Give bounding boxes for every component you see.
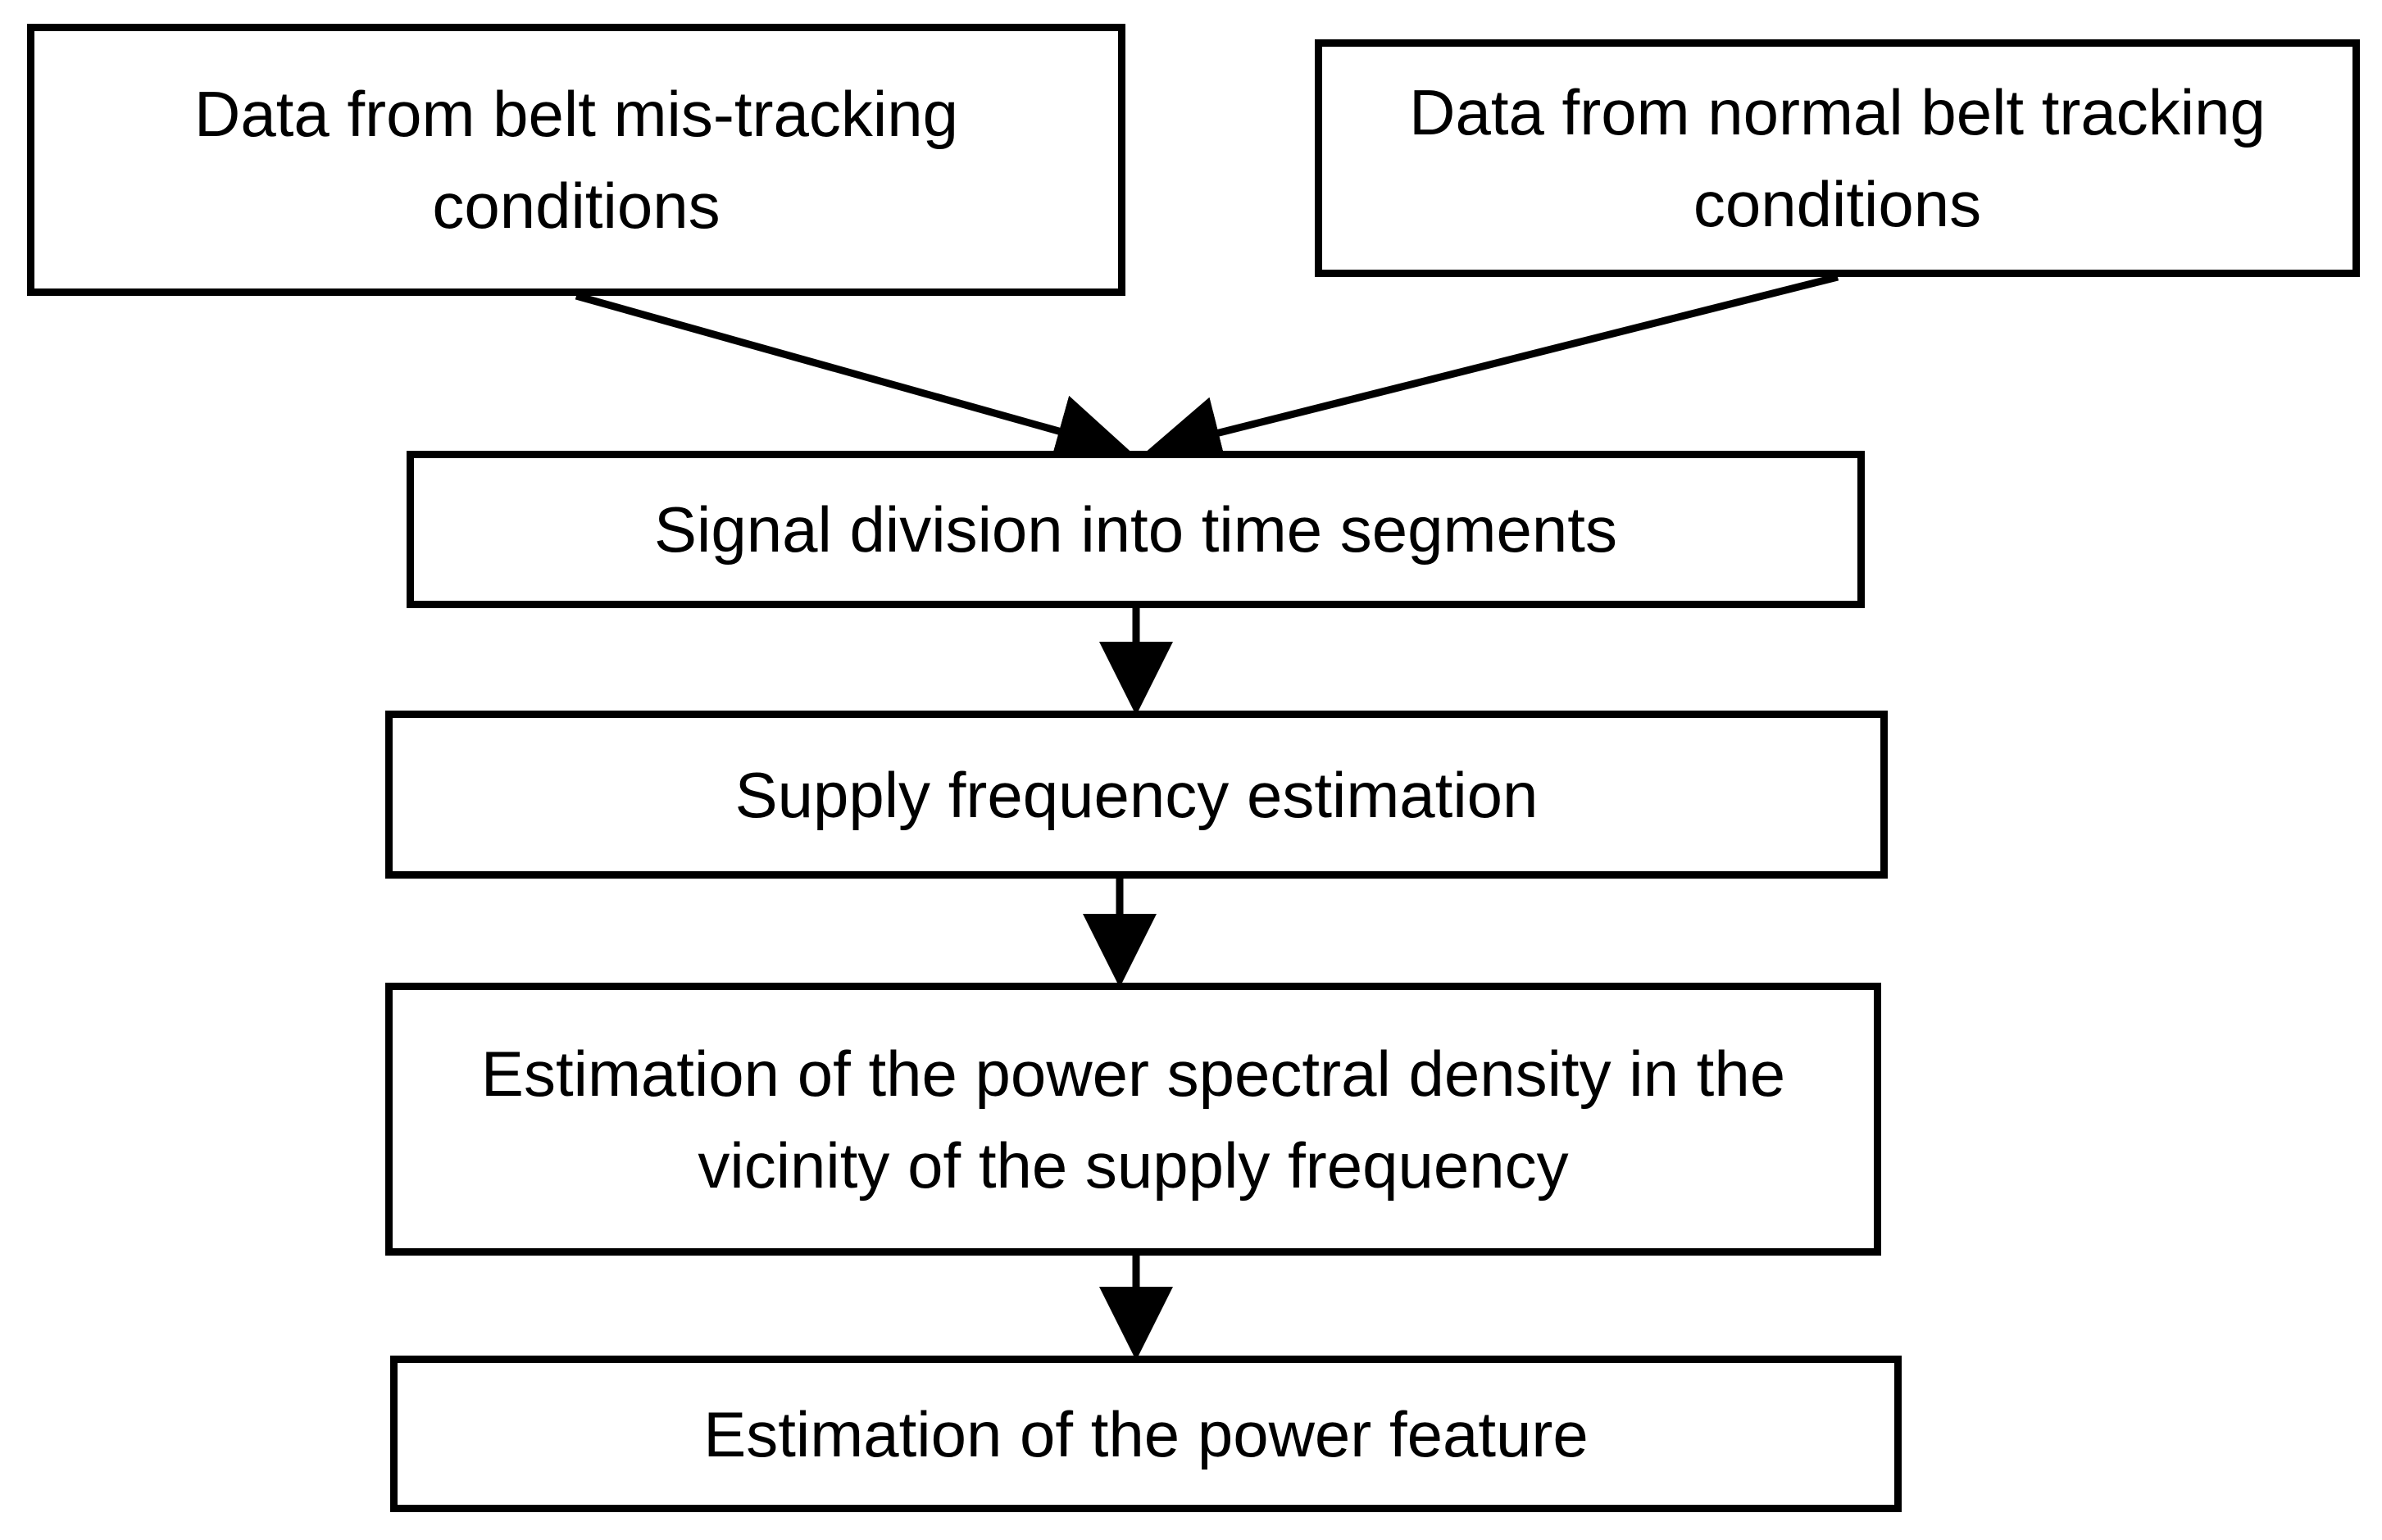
- step-label-power-feature: Estimation of the power feature: [703, 1397, 1589, 1470]
- step-box-power-feature: Estimation of the power feature: [390, 1356, 1902, 1512]
- input-box-misalignment: Data from belt mis-tracking conditions: [27, 24, 1125, 296]
- arrow-misalign-to-division: [575, 292, 1130, 467]
- arrow-normal-to-division: [1147, 273, 1839, 469]
- step-label-supply-frequency: Supply frequency estimation: [734, 758, 1539, 831]
- step-box-supply-frequency: Supply frequency estimation: [385, 711, 1888, 879]
- step-label-psd-estimation: Estimation of the power spectral density…: [480, 1037, 1786, 1202]
- step-box-signal-division: Signal division into time segments: [407, 451, 1865, 608]
- input-box-normal: Data from normal belt tracking condition…: [1315, 39, 2360, 277]
- step-box-psd-estimation: Estimation of the power spectral density…: [385, 983, 1881, 1256]
- input-label-misalignment: Data from belt mis-tracking conditions: [194, 78, 958, 242]
- step-label-signal-division: Signal division into time segments: [654, 493, 1617, 566]
- input-label-normal: Data from normal belt tracking condition…: [1409, 76, 2266, 240]
